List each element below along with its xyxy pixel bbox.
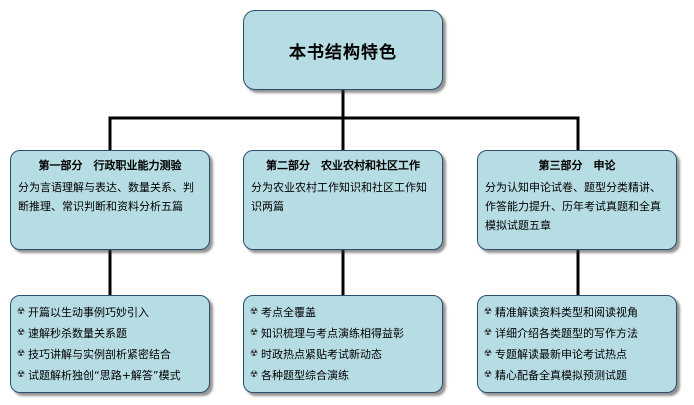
- part-3-features-node: ☢精准解读资料类型和阅读视角 ☢详细介绍各类题型的写作方法 ☢专题解读最新申论考…: [477, 295, 677, 393]
- feature-item: ☢精准解读资料类型和阅读视角: [484, 302, 670, 323]
- radiation-icon: ☢: [484, 328, 493, 338]
- radiation-icon: ☢: [17, 328, 26, 338]
- feature-text: 精准解读资料类型和阅读视角: [495, 306, 638, 319]
- feature-item: ☢时政热点紧贴考试新动态: [250, 344, 436, 365]
- feature-item: ☢试题解析独创“思路+解答”模式: [17, 365, 203, 386]
- radiation-icon: ☢: [250, 370, 259, 380]
- root-node: 本书结构特色: [243, 10, 443, 90]
- part-2-description: 分为农业农村工作知识和社区工作知识两篇: [251, 181, 427, 213]
- feature-text: 技巧讲解与实例剖析紧密结合: [28, 348, 171, 361]
- part-3-node: 第三部分 申论 分为认知申论试卷、题型分类精讲、作答能力提升、历年考试真题和全真…: [477, 150, 677, 250]
- feature-item: ☢各种题型综合演练: [250, 365, 436, 386]
- part-1-description: 分为言语理解与表达、数量关系、判断推理、常识判断和资料分析五篇: [18, 181, 194, 213]
- feature-text: 考点全覆盖: [261, 306, 316, 319]
- part-3-description: 分为认知申论试卷、题型分类精讲、作答能力提升、历年考试真题和全真模拟试题五章: [485, 181, 661, 232]
- feature-text: 时政热点紧贴考试新动态: [261, 348, 382, 361]
- part-2-title: 第二部分 农业农村和社区工作: [266, 159, 420, 172]
- part-1-title: 第一部分 行政职业能力测验: [38, 159, 182, 172]
- feature-item: ☢精心配备全真模拟预测试题: [484, 365, 670, 386]
- radiation-icon: ☢: [250, 349, 259, 359]
- feature-text: 速解秒杀数量关系题: [28, 327, 127, 340]
- feature-item: ☢知识梳理与考点演练相得益彰: [250, 323, 436, 344]
- feature-item: ☢开篇以生动事例巧妙引入: [17, 302, 203, 323]
- part-1-node: 第一部分 行政职业能力测验 分为言语理解与表达、数量关系、判断推理、常识判断和资…: [10, 150, 210, 250]
- part-1-features-node: ☢开篇以生动事例巧妙引入 ☢速解秒杀数量关系题 ☢技巧讲解与实例剖析紧密结合 ☢…: [10, 295, 210, 393]
- radiation-icon: ☢: [250, 328, 259, 338]
- feature-item: ☢速解秒杀数量关系题: [17, 323, 203, 344]
- feature-item: ☢专题解读最新申论考试热点: [484, 344, 670, 365]
- radiation-icon: ☢: [17, 307, 26, 317]
- feature-text: 详细介绍各类题型的写作方法: [495, 327, 638, 340]
- radiation-icon: ☢: [17, 349, 26, 359]
- feature-text: 开篇以生动事例巧妙引入: [28, 306, 149, 319]
- feature-item: ☢技巧讲解与实例剖析紧密结合: [17, 344, 203, 365]
- feature-text: 各种题型综合演练: [261, 369, 349, 382]
- feature-text: 知识梳理与考点演练相得益彰: [261, 327, 404, 340]
- radiation-icon: ☢: [250, 307, 259, 317]
- radiation-icon: ☢: [484, 307, 493, 317]
- part-3-title: 第三部分 申论: [538, 159, 616, 172]
- feature-text: 专题解读最新申论考试热点: [495, 348, 627, 361]
- part-2-features-node: ☢考点全覆盖 ☢知识梳理与考点演练相得益彰 ☢时政热点紧贴考试新动态 ☢各种题型…: [243, 295, 443, 393]
- radiation-icon: ☢: [484, 349, 493, 359]
- part-2-node: 第二部分 农业农村和社区工作 分为农业农村工作知识和社区工作知识两篇: [243, 150, 443, 250]
- radiation-icon: ☢: [484, 370, 493, 380]
- root-title: 本书结构特色: [289, 42, 397, 63]
- feature-text: 试题解析独创“思路+解答”模式: [28, 369, 181, 382]
- radiation-icon: ☢: [17, 370, 26, 380]
- feature-text: 精心配备全真模拟预测试题: [495, 369, 627, 382]
- feature-item: ☢详细介绍各类题型的写作方法: [484, 323, 670, 344]
- feature-item: ☢考点全覆盖: [250, 302, 436, 323]
